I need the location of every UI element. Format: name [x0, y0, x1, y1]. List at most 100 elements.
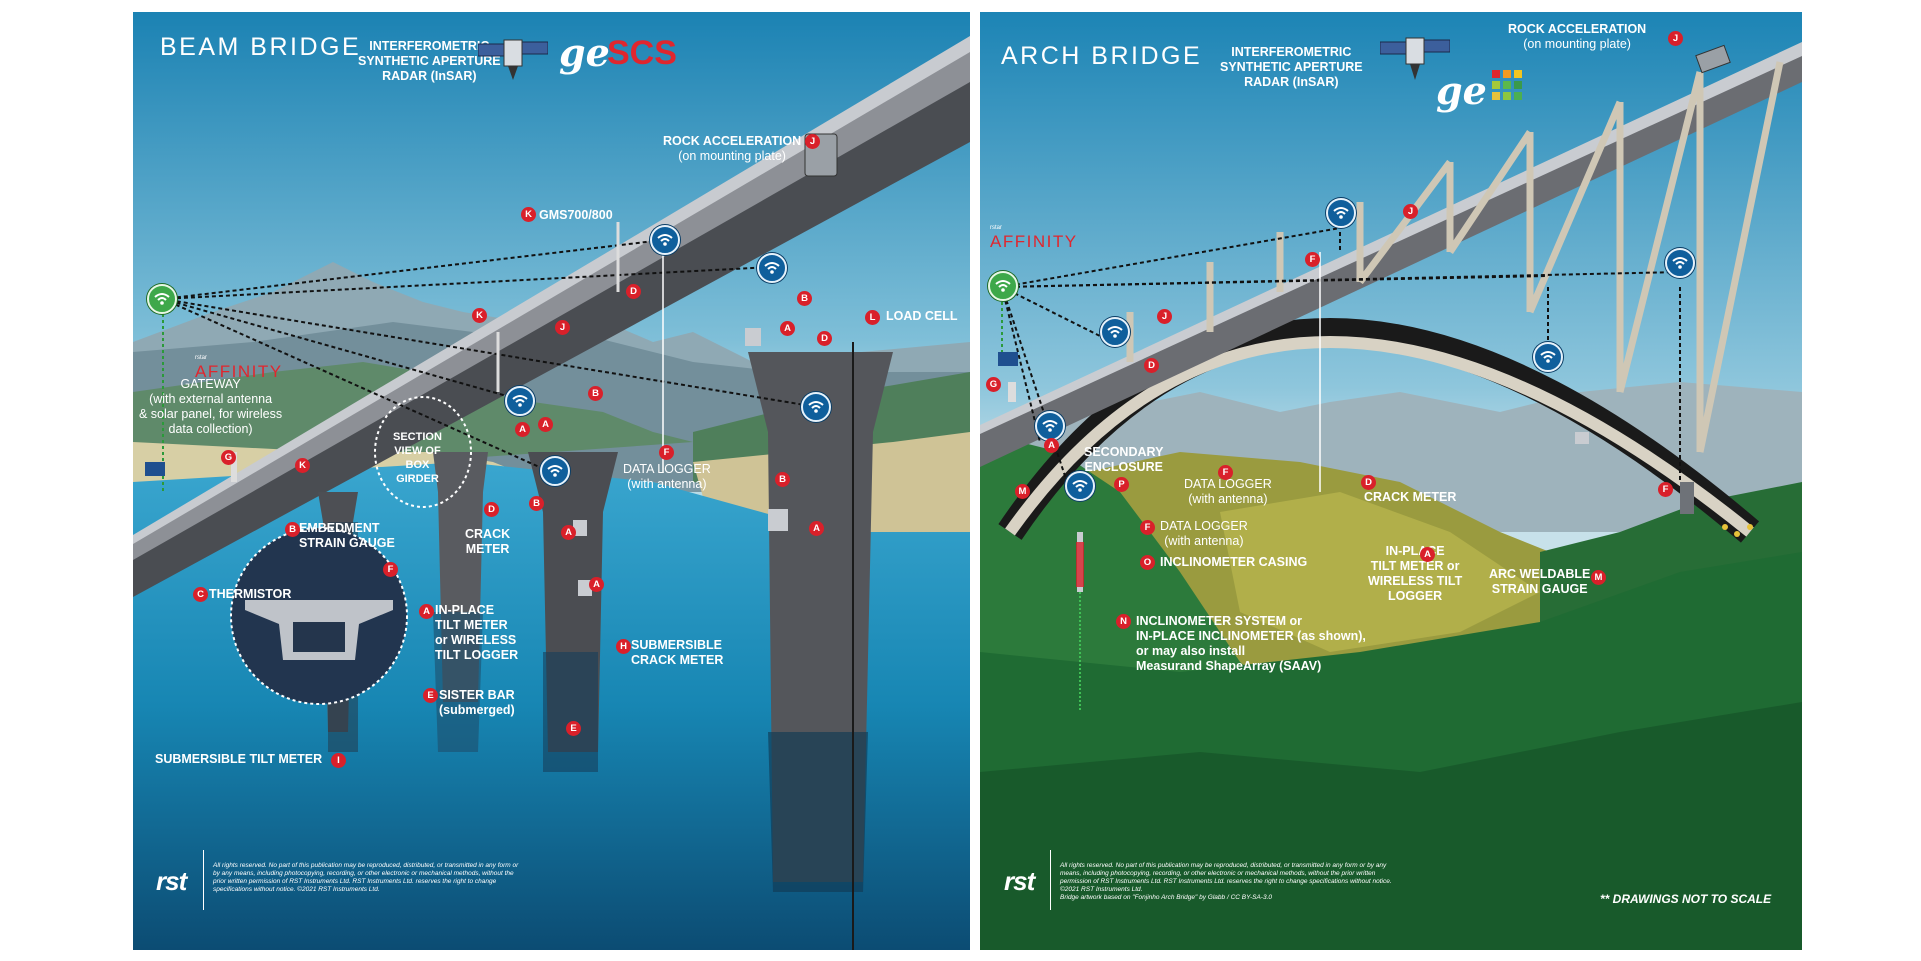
- badge-e: E: [423, 688, 438, 703]
- ge-logo: ge: [559, 30, 610, 75]
- badge-j: J: [1157, 309, 1172, 324]
- badge-k: K: [521, 207, 536, 222]
- badge-f: F: [1658, 482, 1673, 497]
- not-to-scale-note: ** DRAWINGS NOT TO SCALE: [1600, 892, 1772, 906]
- badge-j: J: [1668, 31, 1683, 46]
- badge-j: J: [805, 134, 820, 149]
- rock-acceleration-label: ROCK ACCELERATION(on mounting plate): [663, 134, 802, 163]
- wifi-icon: [801, 392, 831, 422]
- data-logger-label: DATA LOGGER (with antenna): [1160, 519, 1248, 548]
- scs-grid-logo-icon: [1492, 70, 1522, 100]
- wifi-icon: [540, 456, 570, 486]
- badge-b: B: [775, 472, 790, 487]
- badge-a: A: [1420, 547, 1435, 562]
- satellite-icon: [478, 39, 548, 80]
- badge-a: A: [538, 417, 553, 432]
- badge-k: K: [472, 308, 487, 323]
- badge-j: J: [1403, 204, 1418, 219]
- section-view-label: SECTION VIEW OF BOX GIRDER: [393, 431, 442, 485]
- submersible-tilt-meter-label: SUBMERSIBLE TILT METER: [155, 752, 323, 766]
- badge-b: B: [285, 522, 300, 537]
- badge-h: H: [616, 639, 631, 654]
- badge-a: A: [515, 422, 530, 437]
- panel-title: BEAM BRIDGE: [160, 33, 362, 61]
- badge-f: F: [383, 562, 398, 577]
- embedment-strain-gauge-label: EMBEDMENT STRAIN GAUGE: [299, 521, 395, 550]
- rst-logo: rst: [156, 866, 187, 896]
- wifi-icon: [1326, 198, 1356, 228]
- gateway-wifi-icon: [988, 271, 1018, 301]
- badge-b: B: [529, 496, 544, 511]
- wifi-icon: [505, 386, 535, 416]
- wifi-icon: [650, 225, 680, 255]
- wifi-icon: [1533, 342, 1563, 372]
- arch-bridge-illustration: [980, 12, 1802, 950]
- badge-d: D: [1144, 358, 1159, 373]
- badge-k: K: [295, 458, 310, 473]
- insar-label: INTERFEROMETRIC SYNTHETIC APERTURE RADAR…: [1220, 45, 1363, 89]
- badge-f: F: [659, 445, 674, 460]
- gateway-label: GATEWAY (with external antenna & solar p…: [139, 377, 283, 436]
- badge-p: P: [1114, 477, 1129, 492]
- badge-m: M: [1591, 570, 1606, 585]
- inplace-tilt-meter-label: IN-PLACE TILT METER or WIRELESS TILT LOG…: [435, 603, 519, 662]
- badge-b: B: [797, 291, 812, 306]
- satellite-icon: [1380, 37, 1450, 80]
- sister-bar-label: SISTER BAR (submerged): [439, 688, 515, 717]
- gateway-wifi-icon: [147, 284, 177, 314]
- inclinometer-system-label: INCLINOMETER SYSTEM or IN-PLACE INCLINOM…: [1136, 614, 1366, 673]
- badge-f: A: [589, 577, 604, 592]
- wifi-icon: [1065, 471, 1095, 501]
- badge-d: D: [817, 331, 832, 346]
- arch-bridge-panel: ARCH BRIDGE INTERFEROMETRIC SYNTHETIC AP…: [980, 12, 1802, 950]
- badge-l: L: [865, 310, 880, 325]
- badge-m: M: [1015, 484, 1030, 499]
- insar-label: INTERFEROMETRIC SYNTHETIC APERTURE RADAR…: [358, 39, 501, 83]
- badge-f: F: [1218, 465, 1233, 480]
- scs-logo: SCS: [607, 34, 677, 72]
- badge-i: I: [331, 753, 346, 768]
- badge-d: D: [484, 502, 499, 517]
- badge-b: B: [588, 386, 603, 401]
- inplace-tilt-meter-label: IN-PLACE TILT METER or WIRELESS TILT LOG…: [1368, 544, 1463, 603]
- load-cell-label: LOAD CELL: [886, 309, 958, 323]
- panel-title: ARCH BRIDGE: [1001, 42, 1203, 70]
- badge-f: F: [1140, 520, 1155, 535]
- footer-divider: [1050, 850, 1051, 910]
- badge-c: C: [193, 587, 208, 602]
- gms-label: GMS700/800: [539, 208, 613, 222]
- badge-d: D: [626, 284, 641, 299]
- badge-a: A: [1044, 438, 1059, 453]
- badge-a: A: [561, 525, 576, 540]
- badge-n: N: [1116, 614, 1131, 629]
- data-logger-label: DATA LOGGER (with antenna): [623, 462, 711, 491]
- badge-g: G: [986, 377, 1001, 392]
- inclinometer-casing-label: INCLINOMETER CASING: [1160, 555, 1308, 569]
- badge-a: A: [419, 604, 434, 619]
- rst-logo: rst: [1004, 866, 1035, 896]
- badge-g: G: [221, 450, 236, 465]
- badge-d: D: [1361, 475, 1376, 490]
- footer-divider: [203, 850, 204, 910]
- beam-bridge-illustration: [133, 12, 970, 950]
- wifi-icon: [1035, 411, 1065, 441]
- badge-a: A: [780, 321, 795, 336]
- submersible-crack-meter-label: SUBMERSIBLE CRACK METER: [631, 638, 724, 667]
- wifi-icon: [1665, 248, 1695, 278]
- arc-weldable-strain-gauge-label: ARC WELDABLE STRAIN GAUGE: [1489, 567, 1591, 596]
- legal-text: All rights reserved. No part of this pub…: [1060, 862, 1392, 901]
- wifi-icon: [1100, 317, 1130, 347]
- rock-acceleration-label: ROCK ACCELERATION(on mounting plate): [1508, 22, 1647, 51]
- crack-meter-label: CRACK METER: [465, 527, 511, 556]
- thermistor-label: THERMISTOR: [209, 587, 292, 601]
- ge-logo: ge: [1436, 68, 1487, 113]
- badge-e: E: [566, 721, 581, 736]
- crack-meter-label: CRACK METER: [1364, 490, 1457, 504]
- badge-o: O: [1140, 555, 1155, 570]
- secondary-enclosure-label: SECONDARY ENCLOSURE: [1084, 445, 1164, 474]
- beam-bridge-panel: BEAM BRIDGE INTERFEROMETRIC SYNTHETIC AP…: [133, 12, 970, 950]
- wifi-icon: [757, 253, 787, 283]
- data-logger-label: DATA LOGGER (with antenna): [1184, 477, 1272, 506]
